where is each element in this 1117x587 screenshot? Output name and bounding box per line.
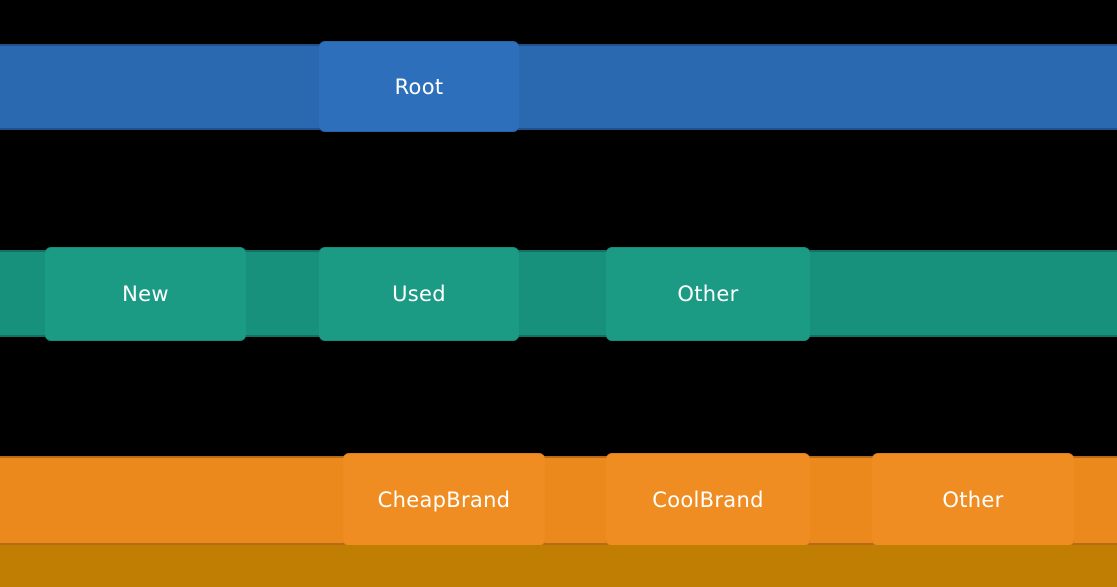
node-other-bottom: Other bbox=[872, 453, 1074, 546]
node-new-label: New bbox=[122, 282, 169, 306]
node-coolbrand-label: CoolBrand bbox=[652, 487, 764, 512]
node-used: Used bbox=[319, 247, 519, 341]
node-used-label: Used bbox=[392, 282, 446, 306]
node-new: New bbox=[45, 247, 246, 341]
node-root-label: Root bbox=[394, 74, 444, 99]
level-bar-root bbox=[0, 44, 1117, 130]
node-cheapbrand-label: CheapBrand bbox=[377, 487, 511, 512]
node-cheapbrand: CheapBrand bbox=[343, 453, 545, 546]
node-other-middle: Other bbox=[606, 247, 810, 341]
node-other-middle-label: Other bbox=[677, 282, 739, 306]
node-root: Root bbox=[319, 41, 519, 132]
node-coolbrand: CoolBrand bbox=[606, 453, 810, 546]
node-other-bottom-label: Other bbox=[942, 487, 1004, 512]
footer-strip bbox=[0, 545, 1117, 587]
